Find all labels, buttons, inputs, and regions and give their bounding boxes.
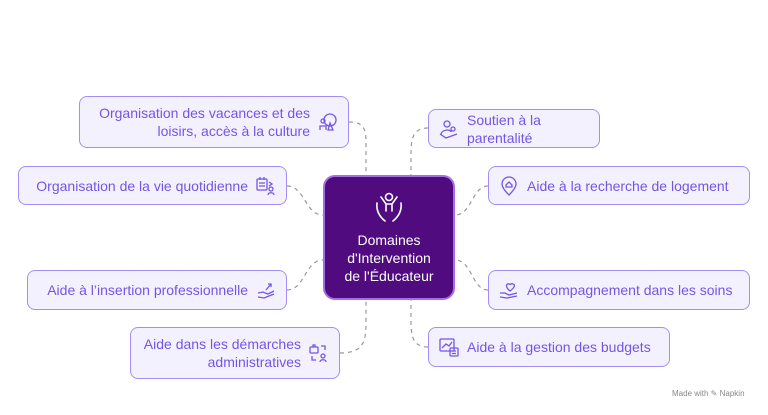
- briefcase-person-icon: [309, 344, 327, 363]
- node-label: Accompagnement dans les soins: [527, 282, 733, 298]
- node-label: Aide à la gestion des budgets: [467, 339, 651, 355]
- node-parentalite[interactable]: Soutien à la parentalité: [428, 109, 600, 148]
- node-label-line1: Organisation des vacances et des: [99, 105, 310, 121]
- budget-chart-icon: [439, 338, 459, 357]
- node-label-line1: Aide dans les démarches: [143, 336, 301, 352]
- family-leisure-icon: [319, 113, 337, 131]
- connector: [454, 259, 489, 291]
- node-label: Soutien à la parentalité: [467, 111, 541, 146]
- made-with-napkin-footer: Made with ✎ Napkin: [672, 389, 745, 398]
- node-insertion-professionnelle[interactable]: Aide à l’insertion professionnelle: [27, 270, 287, 310]
- node-demarches-administratives[interactable]: Aide dans les démarches administratives: [130, 327, 340, 379]
- node-label-line2: loisirs, accès à la culture: [157, 123, 310, 139]
- node-label-line2: administratives: [207, 354, 301, 370]
- hand-growth-icon: [257, 283, 275, 299]
- connector: [454, 185, 489, 216]
- connector: [348, 121, 367, 175]
- people-hands-icon: [376, 192, 402, 222]
- node-soins[interactable]: Accompagnement dans les soins: [488, 270, 750, 310]
- node-label: Aide à l’insertion professionnelle: [47, 282, 248, 298]
- node-label: Aide à la recherche de logement: [527, 177, 729, 194]
- connector: [339, 300, 367, 354]
- heart-hand-icon: [499, 283, 518, 299]
- connector: [286, 185, 324, 216]
- node-vacances-loisirs[interactable]: Organisation des vacances et des loisirs,…: [79, 96, 349, 148]
- house-pin-icon: [501, 175, 517, 196]
- node-logement[interactable]: Aide à la recherche de logement: [488, 166, 750, 205]
- node-budgets[interactable]: Aide à la gestion des budgets: [428, 327, 670, 367]
- connector: [410, 300, 429, 348]
- planner-person-icon: [256, 176, 275, 195]
- node-label: Organisation de la vie quotidienne: [36, 177, 248, 194]
- center-line2: d'Intervention: [347, 249, 431, 266]
- parent-child-icon: [439, 119, 458, 139]
- center-line3: de l'Éducateur: [344, 267, 434, 284]
- connector: [286, 259, 324, 291]
- connector: [410, 127, 429, 175]
- center-line1: Domaines: [357, 231, 421, 248]
- node-vie-quotidienne[interactable]: Organisation de la vie quotidienne: [18, 166, 287, 205]
- central-topic: Domaines d'Intervention de l'Éducateur: [323, 175, 455, 300]
